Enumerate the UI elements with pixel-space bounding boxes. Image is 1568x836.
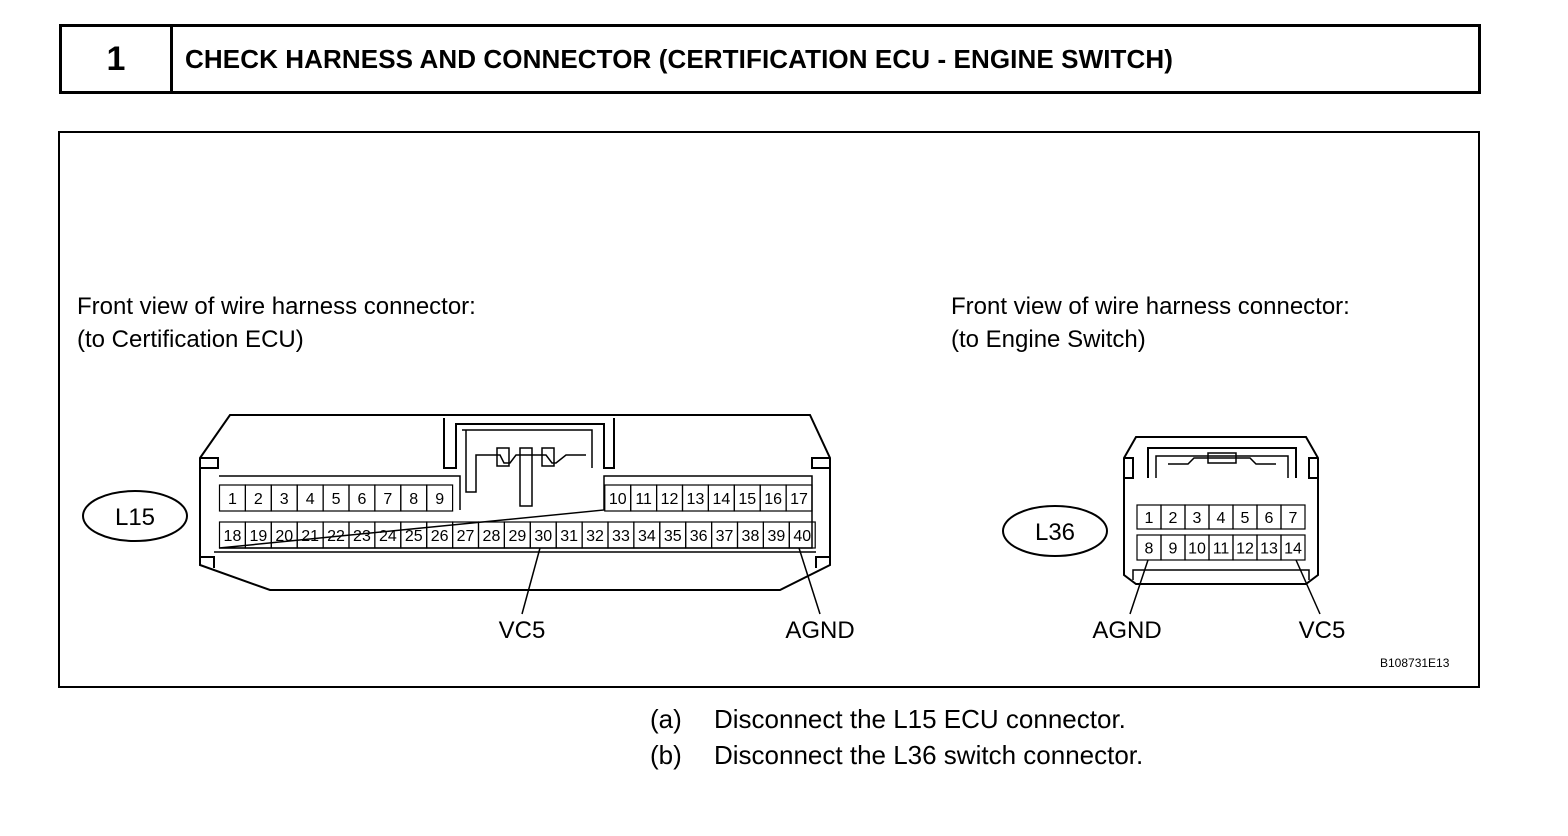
l15-pin-number: 28: [483, 528, 501, 545]
l15-pin-number: 27: [457, 528, 475, 545]
step-title: CHECK HARNESS AND CONNECTOR (CERTIFICATI…: [185, 43, 1174, 74]
step-header: 1 CHECK HARNESS AND CONNECTOR (CERTIFICA…: [59, 24, 1481, 94]
l15-pin-number: 16: [764, 491, 782, 508]
l15-pin-number: 5: [332, 491, 341, 508]
l36-pin-number: 10: [1188, 540, 1206, 557]
l15-pin-number: 15: [738, 491, 756, 508]
l15-pin-number: 20: [275, 528, 293, 545]
l15-pin-number: 34: [638, 528, 656, 545]
l36-label: L36: [1035, 519, 1075, 546]
l36-pin-number: 9: [1169, 540, 1178, 557]
l36-pin-number: 12: [1236, 540, 1254, 557]
l15-pin-number: 29: [508, 528, 526, 545]
l15-pin-number: 8: [409, 491, 418, 508]
l15-pin-number: 6: [357, 491, 366, 508]
l36-pin-number: 13: [1260, 540, 1278, 557]
l15-pin-number: 32: [586, 528, 604, 545]
step-text: Disconnect the L36 switch connector.: [714, 740, 1144, 770]
right-caption-line2: (to Engine Switch): [951, 326, 1146, 353]
l15-pin-number: 37: [716, 528, 734, 545]
l15-vc5-label: VC5: [499, 617, 546, 644]
l15-pin-number: 1: [228, 491, 237, 508]
l15-pin-cell: [788, 521, 816, 549]
l36-pin-number: 6: [1265, 510, 1274, 527]
l36-vc5-label: VC5: [1299, 617, 1346, 644]
l36-pin-number: 1: [1145, 510, 1154, 527]
l36-pin-number: 5: [1241, 510, 1250, 527]
l15-vc5-leader: [521, 547, 541, 615]
l15-pin-number: 18: [224, 528, 242, 545]
step-row: (a) Disconnect the L15 ECU connector.: [650, 701, 1143, 737]
l15-pin-number: 25: [405, 528, 423, 545]
l15-pin-number: 12: [661, 491, 679, 508]
l15-pin-number: 36: [690, 528, 708, 545]
l15-pin-number: 33: [612, 528, 630, 545]
l36-pin-cell: [1280, 534, 1306, 561]
l15-pin-number: 9: [435, 491, 444, 508]
l15-pin-number: 10: [609, 491, 627, 508]
l15-connector: [199, 414, 831, 591]
left-caption-line2: (to Certification ECU): [77, 326, 304, 353]
l15-pin-number: 31: [560, 528, 578, 545]
l36-agnd-leader: [1129, 559, 1149, 615]
l36-pin-number: 7: [1289, 510, 1298, 527]
l15-pin-number: 21: [301, 528, 319, 545]
connector-figure: [58, 131, 1480, 688]
l15-pin-number: 26: [431, 528, 449, 545]
l36-pin-number: 11: [1213, 540, 1230, 557]
l36-pin-number: 3: [1193, 510, 1202, 527]
l36-agnd-label: AGND: [1092, 617, 1161, 644]
l15-pin-cell: [785, 484, 813, 512]
l15-pin-cell: [426, 484, 454, 512]
step-row: (b) Disconnect the L36 switch connector.: [650, 737, 1143, 773]
l15-label-ellipse: [82, 490, 188, 542]
l36-connector: [1123, 436, 1319, 585]
step-label: (b): [650, 740, 682, 770]
l36-pin-number: 8: [1145, 540, 1154, 557]
l15-pin-number: 4: [306, 491, 315, 508]
l15-pin-number: 11: [635, 491, 652, 508]
l15-pin-number: 39: [767, 528, 785, 545]
l15-pin-number: 23: [353, 528, 371, 545]
l15-pin-number: 17: [790, 491, 808, 508]
l15-pin-number: 14: [712, 491, 730, 508]
l15-agnd-label: AGND: [785, 617, 854, 644]
l36-label-ellipse: [1002, 505, 1108, 557]
l15-pin-number: 13: [687, 491, 705, 508]
l15-pin-number: 22: [327, 528, 345, 545]
step-label: (a): [650, 704, 682, 734]
l15-pin-number: 2: [254, 491, 263, 508]
l15-pin-number: 38: [742, 528, 760, 545]
procedure-steps: (a) Disconnect the L15 ECU connector. (b…: [650, 701, 1143, 773]
l36-pin-number: 14: [1284, 540, 1302, 557]
right-connector-caption: Front view of wire harness connector: (t…: [951, 290, 1350, 356]
l15-pin-number: 40: [793, 528, 811, 545]
figure-id: B108731E13: [1380, 656, 1450, 670]
step-number: 1: [62, 27, 173, 91]
left-connector-caption: Front view of wire harness connector: (t…: [77, 290, 476, 356]
l36-vc5-leader: [1295, 559, 1321, 615]
l36-pin-number: 4: [1217, 510, 1226, 527]
l36-pin-cell: [1280, 504, 1306, 530]
l15-label: L15: [115, 504, 155, 531]
l15-pin-number: 19: [249, 528, 267, 545]
l15-pin-number: 35: [664, 528, 682, 545]
l15-pin-number: 3: [280, 491, 289, 508]
left-caption-line1: Front view of wire harness connector:: [77, 293, 476, 320]
l15-pin-number: 24: [379, 528, 397, 545]
l36-pin-number: 2: [1169, 510, 1178, 527]
l15-agnd-leader: [798, 547, 821, 615]
l15-pin-number: 30: [534, 528, 552, 545]
right-caption-line1: Front view of wire harness connector:: [951, 293, 1350, 320]
step-text: Disconnect the L15 ECU connector.: [714, 704, 1126, 734]
l15-pin-number: 7: [383, 491, 392, 508]
